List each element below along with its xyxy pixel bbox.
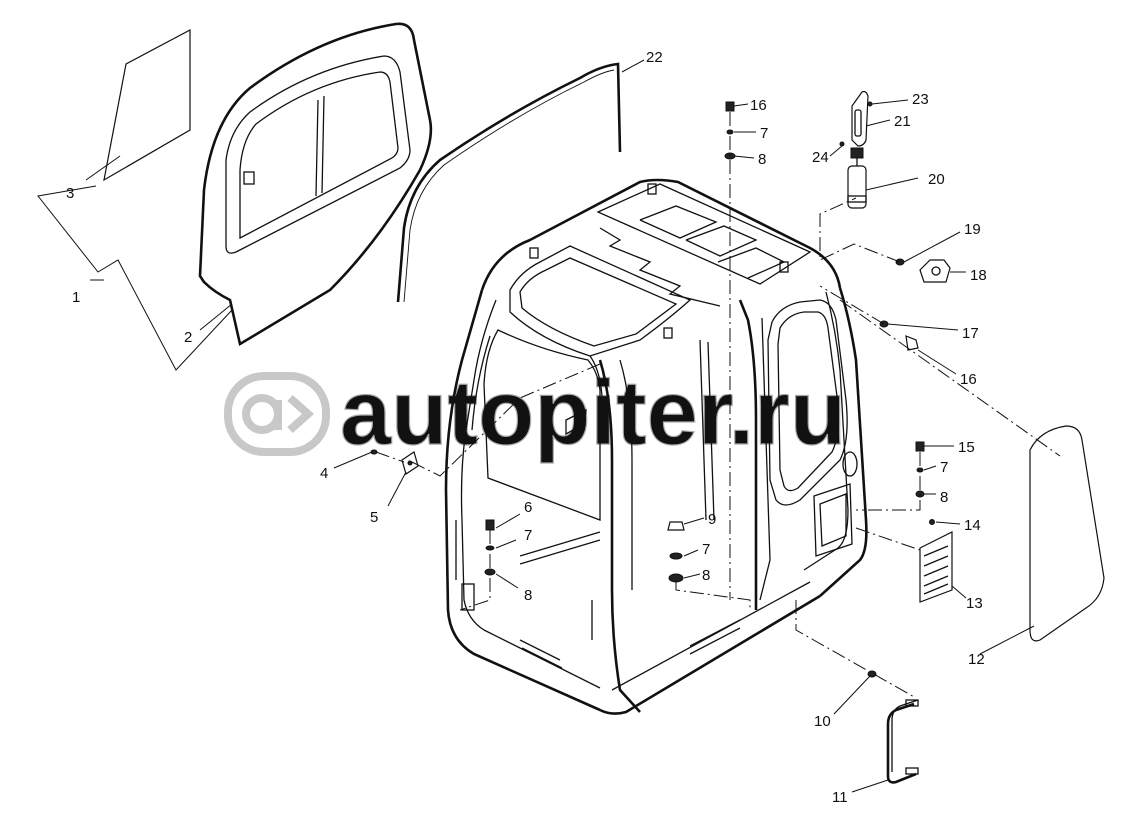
part-13-vent <box>919 531 953 603</box>
callout-13: 13 <box>966 595 983 612</box>
part-3-glass <box>103 29 191 182</box>
part-20-extinguisher <box>847 147 867 209</box>
callout-3: 3 <box>66 185 74 202</box>
part-22-seal-strip <box>396 62 622 303</box>
callout-6: 6 <box>524 499 532 516</box>
assembly-lines <box>375 112 1061 699</box>
part-5-lock <box>401 451 419 475</box>
callout-19: 19 <box>964 221 981 238</box>
callout-8a: 8 <box>524 587 532 604</box>
callout-17: 17 <box>962 325 979 342</box>
watermark: autopiter.ru <box>224 361 847 465</box>
callout-8d: 8 <box>758 151 766 168</box>
part-12-rear-glass <box>1029 425 1105 642</box>
part-21-bracket <box>851 90 869 147</box>
callout-23: 23 <box>912 91 929 108</box>
callout-7d: 7 <box>760 125 768 142</box>
callout-20: 20 <box>928 171 945 188</box>
part-2-door <box>198 22 433 347</box>
callout-10: 10 <box>814 713 831 730</box>
callout-1: 1 <box>72 289 80 306</box>
watermark-logo-icon <box>224 372 330 456</box>
callout-14: 14 <box>964 517 981 534</box>
callout-16b: 16 <box>960 371 977 388</box>
leader-lines <box>85 59 1035 793</box>
callout-5: 5 <box>370 509 378 526</box>
callout-4: 4 <box>320 465 328 482</box>
callout-18: 18 <box>970 267 987 284</box>
callout-7a: 7 <box>524 527 532 544</box>
callout-11: 11 <box>832 789 848 806</box>
watermark-text: autopiter.ru <box>340 362 846 464</box>
part-11-handle <box>886 699 919 784</box>
callout-16a: 16 <box>750 97 767 114</box>
callout-8c: 8 <box>940 489 948 506</box>
callout-8b: 8 <box>702 567 710 584</box>
callout-7b: 7 <box>702 541 710 558</box>
part-18-mount <box>919 259 951 283</box>
callout-7c: 7 <box>940 459 948 476</box>
callout-15: 15 <box>958 439 975 456</box>
cab-frame <box>444 178 868 715</box>
callout-9: 9 <box>708 511 716 528</box>
callout-2: 2 <box>184 329 192 346</box>
callout-21: 21 <box>894 113 911 130</box>
assembly-bracket-1 <box>37 185 233 371</box>
callout-24: 24 <box>812 149 829 166</box>
callout-22: 22 <box>646 49 663 66</box>
callouts: 1 2 3 4 5 6 7 8 9 7 8 10 11 12 13 14 15 … <box>66 49 987 806</box>
callout-12: 12 <box>968 651 985 668</box>
